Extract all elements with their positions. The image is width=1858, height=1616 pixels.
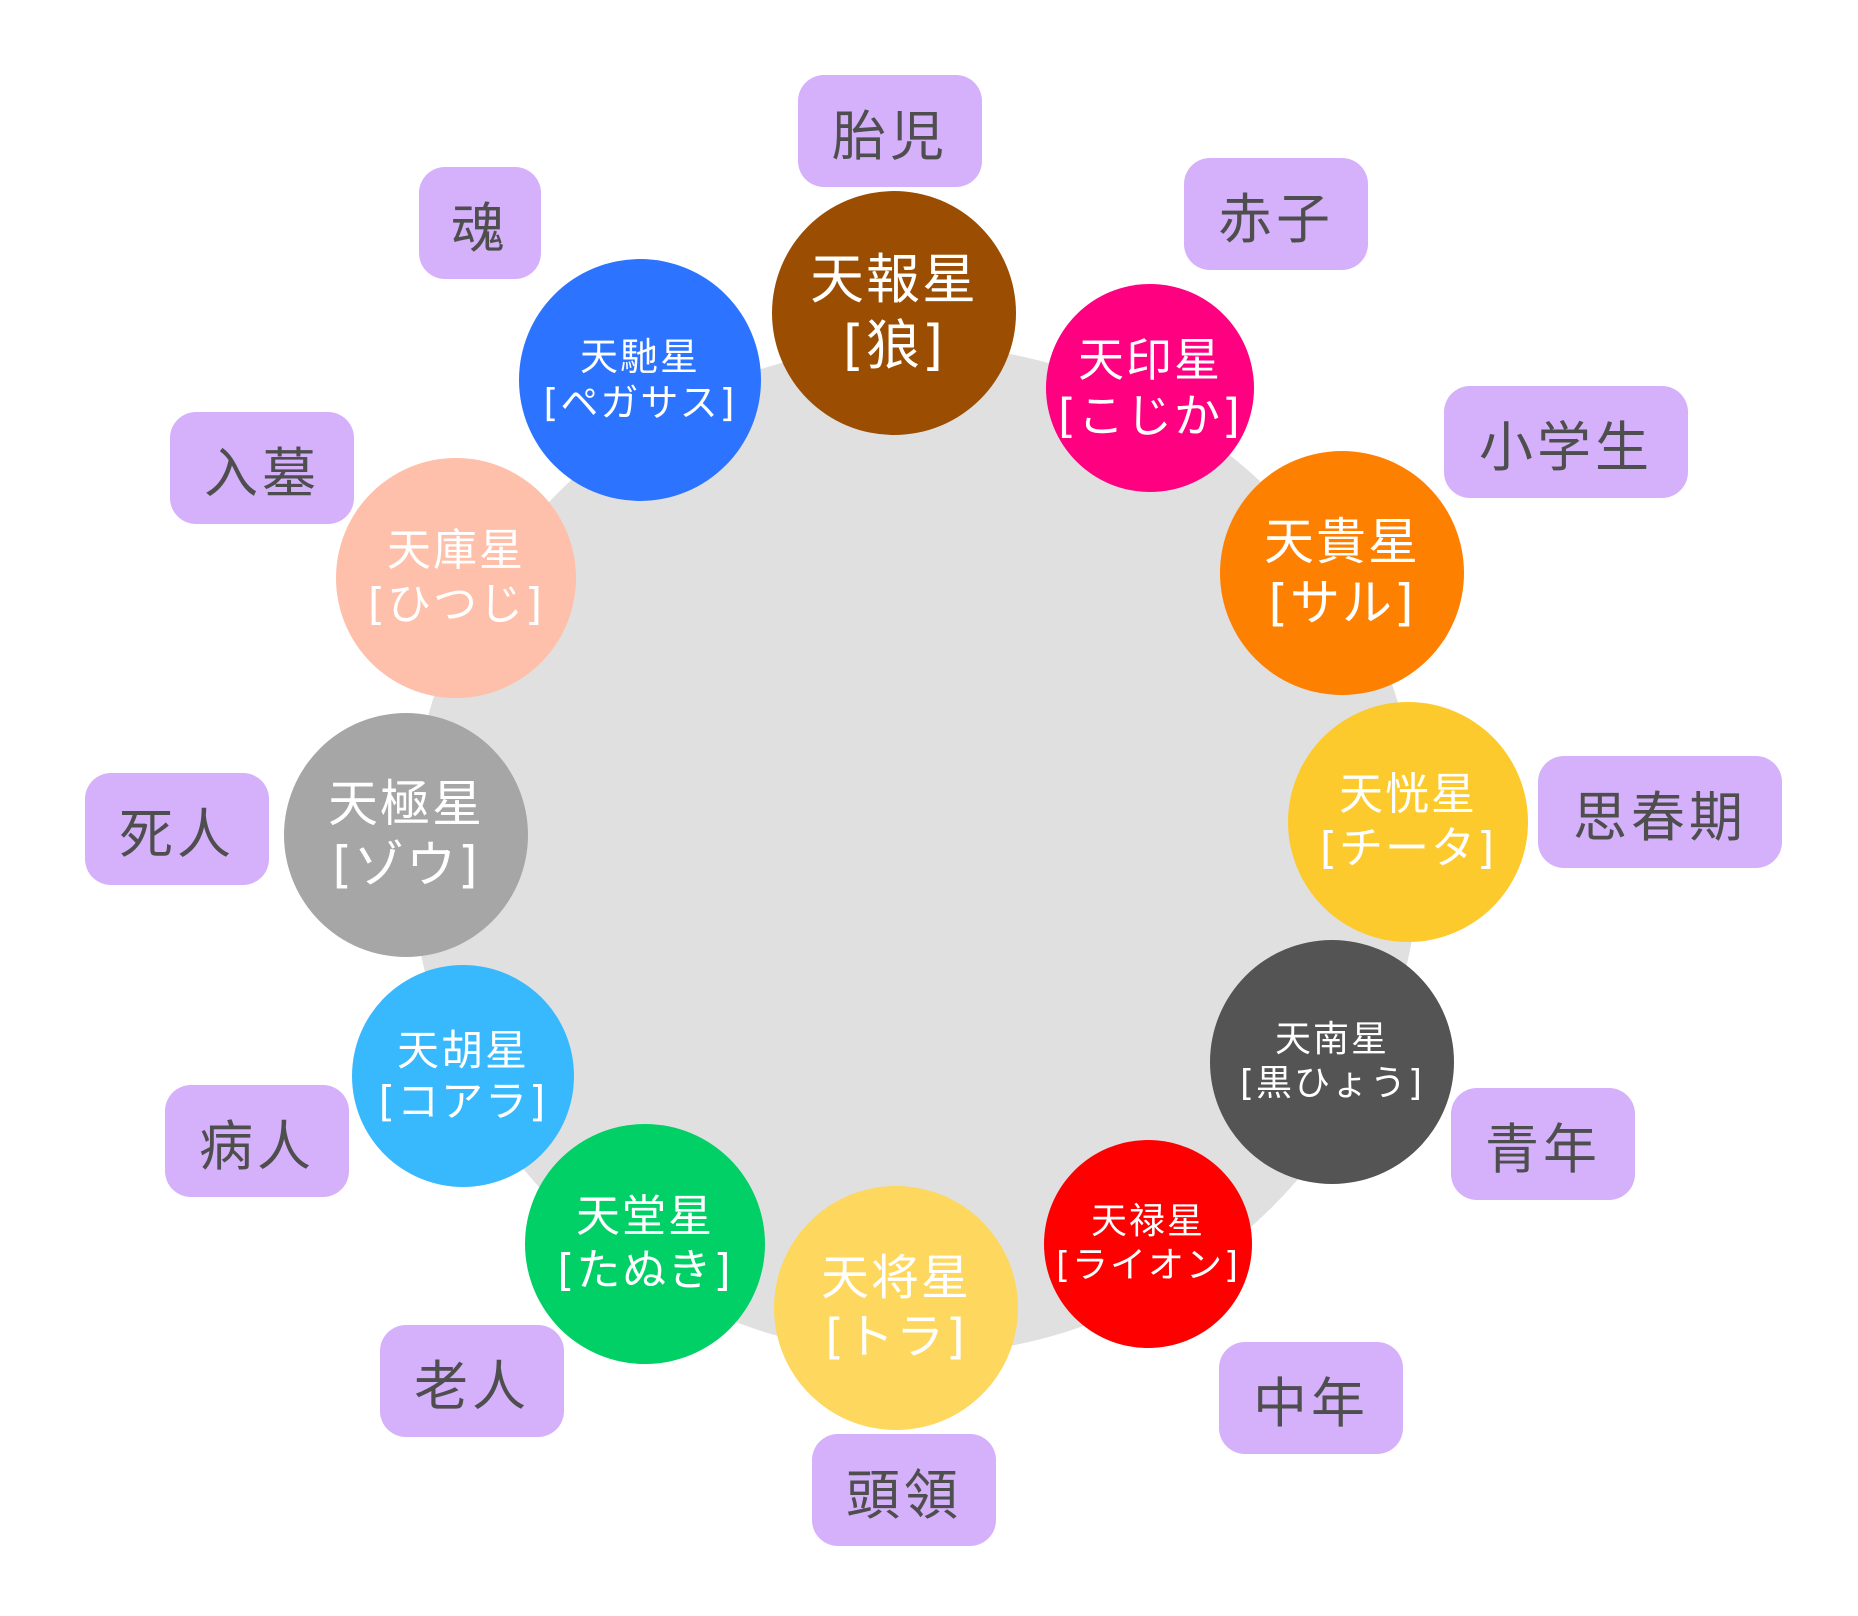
star-name: 天胡星: [396, 1025, 529, 1075]
star-animal: [トラ]: [825, 1309, 967, 1365]
star-circle-tendou: 天堂星 [たぬき]: [525, 1124, 765, 1364]
star-circle-tenpou: 天報星 [狼]: [772, 191, 1016, 435]
star-name: 天禄星: [1090, 1201, 1205, 1243]
stage-label-dead: 死人: [85, 773, 269, 885]
stage-label-adolescence: 思春期: [1538, 756, 1782, 868]
star-name: 天恍星: [1339, 769, 1477, 821]
star-circle-tenchi: 天馳星 [ペガサス]: [519, 259, 761, 501]
stage-label-elder: 老人: [380, 1325, 564, 1437]
star-animal: [ゾウ]: [332, 836, 480, 894]
star-animal: [サル]: [1268, 574, 1416, 632]
star-animal: [黒ひょう]: [1239, 1063, 1425, 1104]
star-animal: [ライオン]: [1055, 1245, 1241, 1286]
star-animal: [チータ]: [1319, 823, 1497, 874]
star-animal: [たぬき]: [557, 1245, 733, 1296]
star-circle-tenko-koala: 天胡星 [コアラ]: [352, 965, 574, 1187]
star-circle-tenshou: 天将星 [トラ]: [774, 1186, 1018, 1430]
star-animal: [こじか]: [1058, 389, 1242, 443]
star-animal: [ペガサス]: [543, 381, 737, 425]
stage-label-schoolchild: 小学生: [1444, 386, 1688, 498]
star-animal: [狼]: [842, 314, 946, 377]
star-name: 天貴星: [1264, 513, 1420, 571]
stage-label-soul: 魂: [419, 167, 541, 279]
star-name: 天堂星: [576, 1191, 714, 1243]
star-circle-tenin: 天印星 [こじか]: [1046, 284, 1254, 492]
star-circle-tenkou: 天恍星 [チータ]: [1288, 702, 1528, 942]
star-name: 天将星: [820, 1250, 971, 1307]
stage-label-fetus: 胎児: [798, 75, 982, 187]
stage-label-burial: 入墓: [170, 412, 354, 524]
star-circle-tenkyoku: 天極星 [ゾウ]: [284, 713, 528, 957]
stage-label-baby: 赤子: [1184, 158, 1368, 270]
star-name: 天報星: [810, 248, 978, 312]
star-name: 天庫星: [387, 525, 525, 577]
star-name: 天印星: [1078, 332, 1222, 387]
stage-label-youth: 青年: [1451, 1088, 1635, 1200]
stage-label-sick: 病人: [165, 1085, 349, 1197]
star-animal: [ひつじ]: [367, 579, 545, 630]
star-name: 天馳星: [579, 334, 700, 379]
star-name: 天南星: [1274, 1019, 1389, 1061]
stage-label-middle-age: 中年: [1219, 1342, 1403, 1454]
star-circle-tenki: 天貴星 [サル]: [1220, 451, 1464, 695]
star-circle-tennan: 天南星 [黒ひょう]: [1210, 940, 1454, 1184]
star-circle-tenko-hitsuji: 天庫星 [ひつじ]: [336, 458, 576, 698]
stage-label-leader: 頭領: [812, 1434, 996, 1546]
star-circle-tenroku: 天禄星 [ライオン]: [1044, 1140, 1252, 1348]
star-name: 天極星: [328, 775, 484, 833]
star-animal: [コアラ]: [378, 1077, 548, 1126]
